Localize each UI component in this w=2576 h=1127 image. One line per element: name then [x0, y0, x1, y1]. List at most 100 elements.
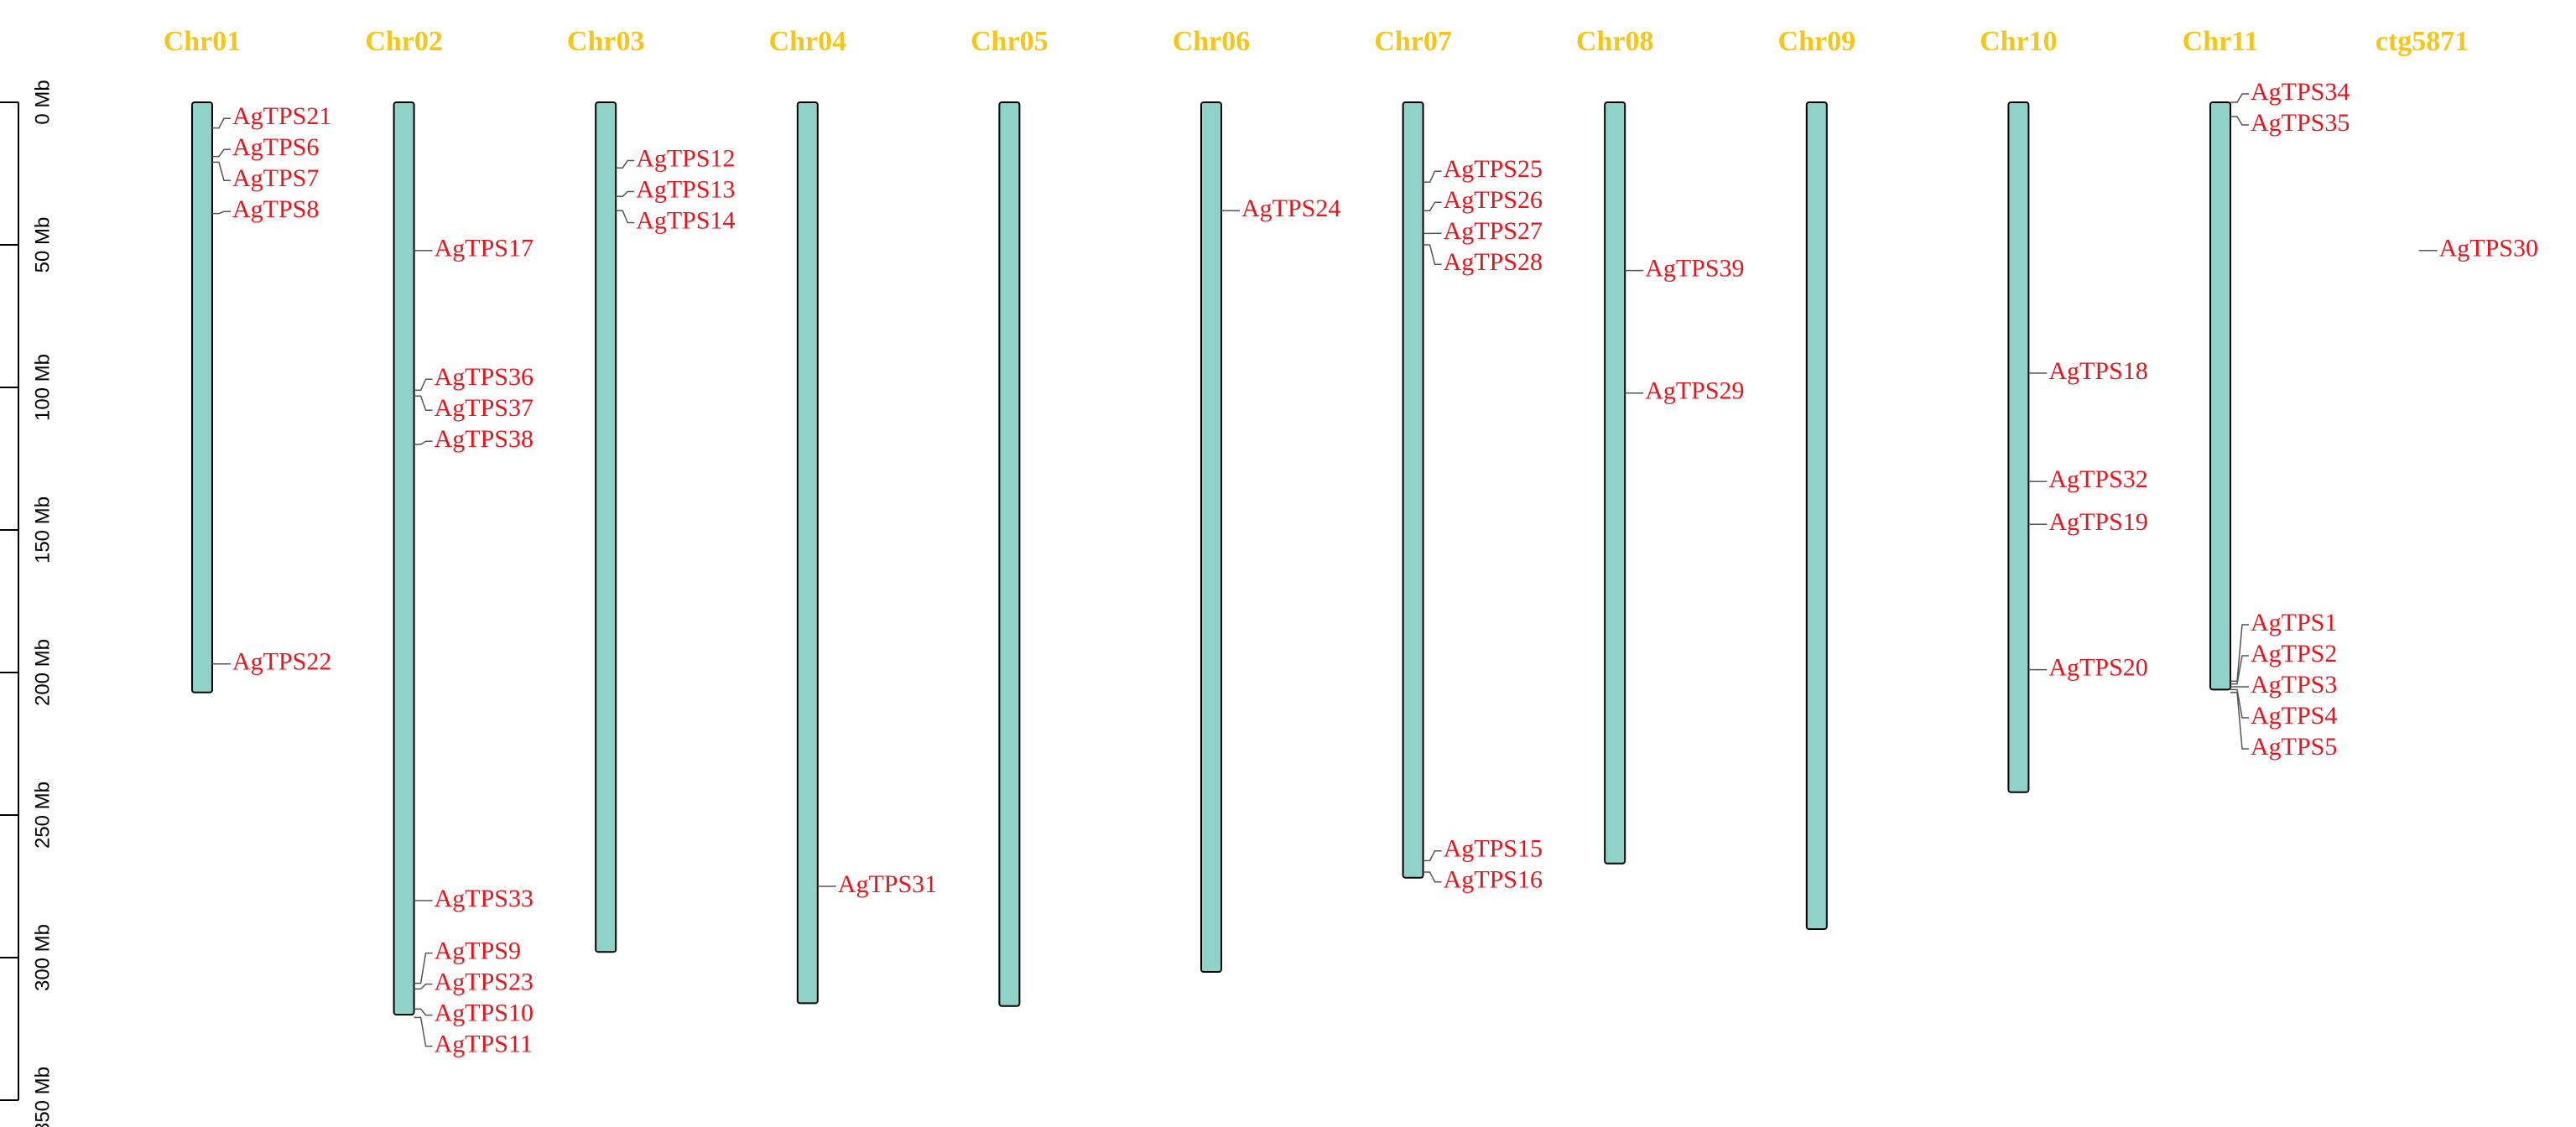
gene-label-agtps22: AgTPS22	[232, 648, 331, 676]
gene-label-agtps10: AgTPS10	[435, 1000, 533, 1027]
chromosome-chr05: Chr05	[971, 26, 1049, 1007]
gene-connector	[1423, 871, 1442, 883]
gene-label-agtps13: AgTPS13	[636, 175, 735, 203]
chromosome-title: Chr10	[1980, 26, 2058, 57]
chromosome-bar	[2209, 101, 2231, 691]
chromosome-title: Chr09	[1778, 26, 1856, 57]
chromosome-title: ctg5871	[2376, 26, 2469, 57]
gene-label-agtps14: AgTPS14	[636, 206, 735, 234]
chromosome-bar	[796, 101, 819, 1005]
gene-connector	[414, 440, 433, 445]
gene-connector	[2230, 624, 2249, 682]
chromosome-bar	[595, 101, 617, 953]
axis-tick-label: 200 Mb	[31, 639, 54, 706]
chromosome-title: Chr01	[164, 26, 242, 57]
gene-connector	[2230, 692, 2249, 750]
gene-connector	[616, 190, 635, 197]
chromosome-title: Chr03	[567, 26, 645, 57]
gene-label-agtps35: AgTPS35	[2251, 109, 2350, 137]
chromosome-title: Chr04	[769, 26, 847, 57]
chromosome-title: Chr11	[2183, 26, 2259, 57]
gene-label-agtps21: AgTPS21	[232, 102, 331, 130]
gene-label-agtps4: AgTPS4	[2251, 702, 2337, 730]
gene-connector	[2230, 688, 2249, 719]
y-axis: 0 Mb 50 Mb 100 Mb 150 Mb 200 Mb 250 Mb 300 Mb 3…	[0, 80, 54, 1127]
gene-label-agtps37: AgTPS37	[435, 394, 533, 422]
gene-label-agtps28: AgTPS28	[1444, 248, 1543, 276]
chromosome-bar	[393, 101, 415, 1015]
gene-connector	[616, 159, 635, 169]
gene-label-agtps30: AgTPS30	[2439, 235, 2538, 262]
gene-label-agtps16: AgTPS16	[1444, 866, 1543, 894]
gene-label-agtps36: AgTPS36	[435, 363, 533, 391]
chromosome-bar	[1604, 101, 1626, 865]
axis-tick-label: 150 Mb	[31, 496, 54, 564]
gene-label-agtps31: AgTPS31	[838, 870, 937, 898]
gene-label-agtps27: AgTPS27	[1444, 217, 1543, 245]
chromosome-bar	[2007, 101, 2030, 793]
gene-connector	[1423, 170, 1442, 183]
axis-tick-label: 100 Mb	[31, 354, 54, 421]
gene-connector	[1423, 849, 1442, 862]
gene-label-agtps20: AgTPS20	[2048, 653, 2147, 681]
chromosome-chr07: Chr07AgTPS25AgTPS26AgTPS27AgTPS28AgTPS15…	[1374, 26, 1543, 894]
gene-label-agtps38: AgTPS38	[435, 425, 533, 453]
gene-connector	[212, 210, 231, 215]
gene-label-agtps9: AgTPS9	[435, 937, 521, 965]
chromosome-bar	[191, 101, 213, 693]
chromosome-bar	[1402, 101, 1424, 879]
chromosome-title: Chr07	[1374, 26, 1452, 57]
gene-label-agtps32: AgTPS32	[2048, 465, 2147, 493]
chromosomes: Chr01AgTPS21AgTPS6AgTPS7AgTPS8AgTPS22Chr…	[164, 26, 2538, 1058]
gene-connector	[2230, 116, 2249, 126]
chromosome-chr11: Chr11AgTPS34AgTPS35AgTPS1AgTPS2AgTPS3AgT…	[2183, 26, 2350, 761]
gene-label-agtps26: AgTPS26	[1444, 186, 1543, 214]
chromosome-bar	[1200, 101, 1222, 973]
gene-connector	[414, 378, 433, 392]
gene-label-agtps7: AgTPS7	[232, 164, 319, 192]
axis-tick-label: 250 Mb	[31, 782, 54, 849]
gene-label-agtps2: AgTPS2	[2251, 640, 2337, 667]
gene-connector	[212, 148, 231, 158]
chromosome-title: Chr05	[971, 26, 1049, 57]
gene-connector	[414, 952, 433, 984]
axis-tick-label: 0 Mb	[31, 80, 54, 124]
gene-label-agtps34: AgTPS34	[2251, 78, 2350, 106]
gene-label-agtps15: AgTPS15	[1444, 835, 1543, 863]
chromosome-title: Chr02	[365, 26, 443, 57]
axis-tick-label: 50 Mb	[31, 217, 54, 273]
gene-connector	[1423, 244, 1442, 265]
gene-connector	[414, 395, 433, 411]
gene-connector	[212, 161, 231, 182]
gene-label-agtps6: AgTPS6	[232, 133, 319, 161]
chromosome-bar	[998, 101, 1021, 1007]
gene-label-agtps33: AgTPS33	[435, 885, 533, 912]
gene-label-agtps19: AgTPS19	[2048, 508, 2147, 536]
gene-connector	[212, 117, 231, 129]
gene-connector	[414, 1008, 433, 1016]
gene-label-agtps8: AgTPS8	[232, 195, 319, 223]
gene-label-agtps18: AgTPS18	[2048, 357, 2147, 385]
chromosome-bar	[1805, 101, 1828, 930]
gene-label-agtps17: AgTPS17	[435, 235, 533, 262]
gene-connector	[1423, 201, 1442, 211]
gene-connector	[2230, 93, 2249, 103]
gene-connector	[414, 983, 433, 990]
chromosome-chr02: Chr02AgTPS17AgTPS36AgTPS37AgTPS38AgTPS33…	[365, 26, 533, 1058]
chromosome-title: Chr08	[1576, 26, 1654, 57]
chromosome-chr09: Chr09	[1778, 26, 1856, 930]
gene-label-agtps25: AgTPS25	[1444, 155, 1543, 183]
gene-label-agtps1: AgTPS1	[2251, 609, 2337, 636]
gene-label-agtps39: AgTPS39	[1645, 254, 1744, 282]
gene-label-agtps29: AgTPS29	[1645, 377, 1744, 405]
gene-connector	[2230, 655, 2249, 685]
axis-tick-label: 350 Mb	[31, 1067, 54, 1127]
axis-tick-label: 300 Mb	[31, 924, 54, 991]
